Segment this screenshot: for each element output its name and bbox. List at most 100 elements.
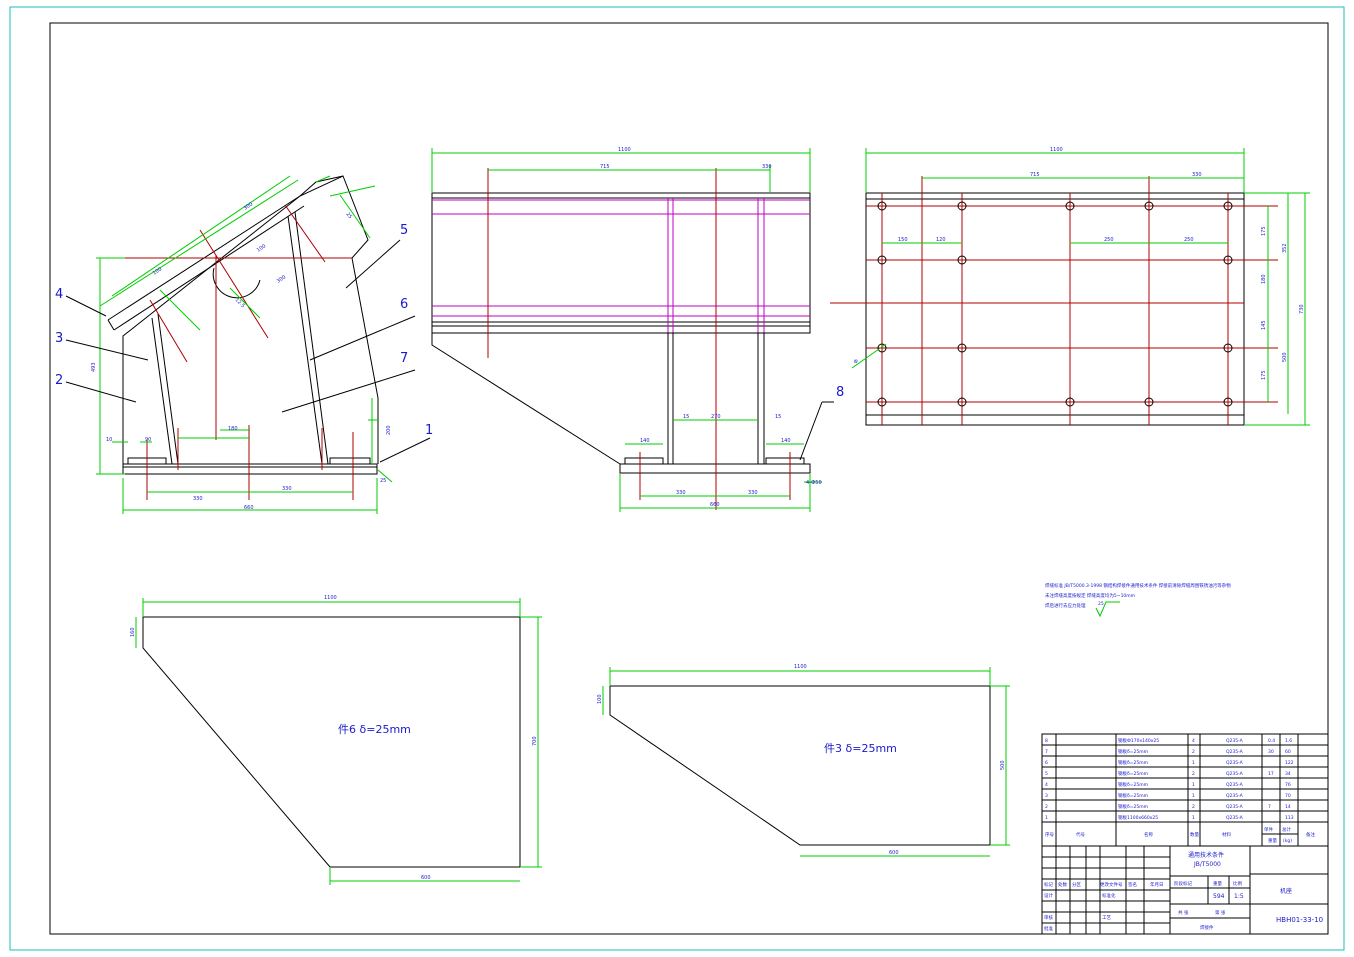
plate6-dim-left: 160	[130, 627, 136, 637]
plate6-dim-right: 700	[532, 736, 538, 746]
plate-3-view: 1100 100 500 600 件3 δ=25mm	[597, 664, 1010, 857]
top-dim-r1: 175	[1261, 226, 1267, 236]
top-dim-row-a: 150	[898, 237, 908, 243]
inner-border	[49, 22, 1329, 935]
bom-cell-no: 2	[1045, 804, 1048, 810]
bom-head-unit: (kg)	[1283, 838, 1292, 844]
bom-cell-qty: 2	[1192, 771, 1195, 777]
tb-scale: 1:5	[1234, 893, 1244, 900]
front-dim-overall-bottom: 660	[710, 502, 720, 508]
front-dim-hole: 4-Ф50	[806, 480, 822, 486]
side-dim-bottom-left: 330	[193, 496, 203, 502]
bom-cell-name: 钢板Ф170x140x25	[1118, 737, 1159, 744]
front-dim-overall-top: 1100	[618, 147, 631, 153]
plate6-label: 件6 δ=25mm	[338, 723, 411, 736]
note-line-3: 焊后进行去应力处理	[1045, 602, 1086, 609]
tb-weight: 594	[1213, 893, 1225, 900]
bom-cell-w2: 70	[1285, 793, 1291, 799]
front-dim-gap1: 15	[683, 414, 689, 420]
bom-cell-no: 3	[1045, 793, 1048, 799]
bom-head-single: 单件	[1264, 826, 1273, 833]
plate-6-view: 1100 160 700 600 件6 δ=25mm	[130, 595, 542, 885]
tb-weight-label: 重量	[1213, 880, 1222, 887]
side-dim-right-h: 200	[386, 425, 392, 435]
plate3-label: 件3 δ=25mm	[824, 742, 897, 755]
bom-cell-w2: 34	[1285, 771, 1291, 777]
bom-head-total: 总计	[1282, 826, 1291, 833]
bom-cell-w2: 14	[1285, 804, 1291, 810]
outer-frame	[9, 6, 1345, 951]
side-dim-top-thk: 25	[344, 211, 353, 220]
tb-scale-label: 比例	[1233, 880, 1242, 887]
bom-head-mat: 材料	[1222, 831, 1231, 838]
bom-cell-qty: 2	[1192, 804, 1195, 810]
plate3-dim-bottom: 600	[889, 850, 899, 856]
side-dim-angle: 25	[380, 478, 386, 484]
plate3-dim-right: 500	[1000, 760, 1006, 770]
tb-design: 设计	[1044, 892, 1053, 899]
bom-cell-name: 钢板1100x660x25	[1118, 814, 1158, 821]
front-dim-bottom-left: 330	[676, 490, 686, 496]
bom-cell-no: 1	[1045, 815, 1048, 821]
bom-cell-w1: 7	[1268, 804, 1271, 810]
bom-cell-name: 钢板δ=25mm	[1118, 759, 1148, 766]
side-dim-half-b: 100	[256, 243, 267, 253]
tb-company: 机座	[1280, 887, 1292, 895]
tb-approve: 批准	[1044, 925, 1053, 932]
tb-standard: 标准化	[1102, 892, 1116, 899]
top-view: 1100 715 330 150 120 250 250 175 352 180…	[830, 147, 1310, 426]
bom-cell-name: 钢板δ=25mm	[1118, 748, 1148, 755]
bom-cell-qty: 4	[1192, 738, 1195, 744]
note-line-1: 焊缝标准 JB/T5000.3-1998 钢结构焊接件通用技术条件 焊接前清除焊…	[1045, 582, 1231, 589]
callout-1: 1	[425, 423, 433, 438]
bom-cell-mat: Q235-A	[1226, 782, 1244, 788]
side-dim-half-a: 100	[152, 266, 163, 276]
side-dim-base-gap: 180	[228, 426, 238, 432]
bom-cell-mat: Q235-A	[1226, 771, 1244, 777]
bom-cell-name: 钢板δ=25mm	[1118, 792, 1148, 799]
tb-sheet-b: 第 张	[1215, 909, 1226, 916]
bom-cell-w2: 76	[1285, 782, 1291, 788]
side-view: 300 25 100 100 300 493 180 200 12.5 330 …	[55, 175, 433, 514]
bom-cell-w2: 113	[1285, 815, 1294, 821]
tb-change: 更改文件号	[1100, 881, 1123, 888]
top-dim-row-b: 120	[936, 237, 946, 243]
bom-cell-w2: 1.6	[1285, 738, 1292, 744]
note-roughness: 25	[1098, 601, 1104, 607]
tb-count: 处数	[1058, 881, 1067, 888]
tb-drawing-name: 焊接件	[1200, 924, 1214, 931]
bom-cell-qty: 1	[1192, 793, 1195, 799]
bom-head-name: 名称	[1144, 831, 1153, 838]
callout-3: 3	[55, 331, 63, 346]
side-dim-bottom-right: 330	[282, 486, 292, 492]
tb-std-code: JB/T5000	[1193, 861, 1221, 868]
side-dim-small2: 90	[145, 437, 151, 443]
tb-mark: 标记	[1044, 881, 1053, 888]
bom-cell-no: 4	[1045, 782, 1048, 788]
front-dim-gap2: 270	[711, 414, 721, 420]
plate6-dim-bottom: 600	[421, 875, 431, 881]
plate6-dim-top: 1100	[324, 595, 337, 601]
top-dim-r4: 145	[1261, 320, 1267, 330]
side-dim-diag: 300	[276, 274, 287, 284]
callout-6: 6	[400, 297, 408, 312]
plate3-dim-left: 100	[597, 694, 603, 704]
front-dim-gap3: 15	[775, 414, 781, 420]
front-dim-seg2: 330	[762, 164, 772, 170]
bom-head-code: 代号	[1076, 831, 1085, 838]
plate3-dim-top: 1100	[794, 664, 807, 670]
bom-cell-qty: 1	[1192, 815, 1195, 821]
bom-head-weight: 重量	[1268, 837, 1277, 844]
bom-cell-no: 6	[1045, 760, 1048, 766]
bom-cell-no: 5	[1045, 771, 1048, 777]
callout-5: 5	[400, 223, 408, 238]
bom-cell-name: 钢板δ=25mm	[1118, 770, 1148, 777]
side-dim-overall: 660	[244, 505, 254, 511]
top-dim-r2: 352	[1282, 243, 1288, 253]
side-dim-top-len: 300	[243, 201, 254, 211]
bom-cell-w1: 17	[1268, 771, 1274, 777]
front-view: 1100 715 330 15 270 15 140 140 330 330 6…	[431, 147, 844, 512]
tb-stage: 阶段标记	[1174, 880, 1192, 887]
tb-process: 工艺	[1102, 915, 1111, 921]
